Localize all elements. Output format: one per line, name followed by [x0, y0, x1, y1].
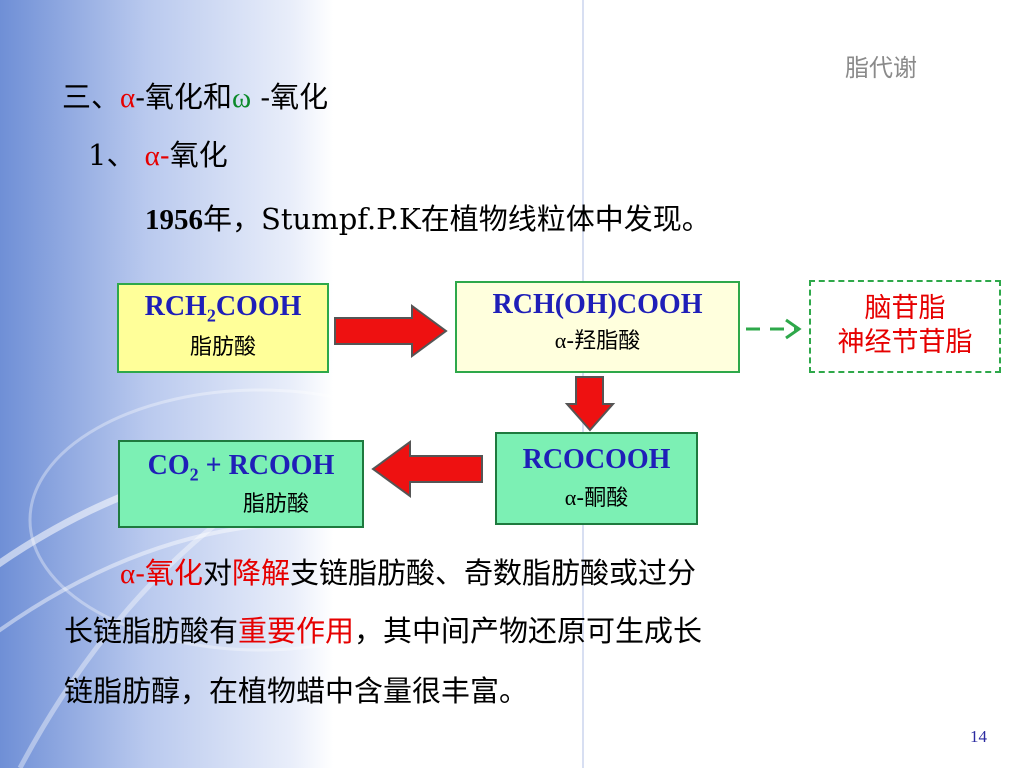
slide-topic: 脂代谢 — [845, 54, 917, 82]
paragraph-line-1: α-氧化对降解支链脂肪酸、奇数脂肪酸或过分 — [120, 556, 697, 590]
fatty-acid-box: RCH2COOH 脂肪酸 — [117, 283, 329, 373]
paragraph-line-3: 链脂肪醇，在植物蜡中含量很丰富。 — [64, 674, 529, 708]
page-number: 14 — [970, 727, 987, 746]
heading-prefix: 三、 — [62, 80, 121, 114]
heading-part2: -氧化 — [251, 80, 329, 114]
subheading-dash: - — [159, 138, 170, 172]
discovery-text: 年，Stumpf.P.K在植物线粒体中发现。 — [203, 202, 711, 236]
products-formula: CO2 + RCOOH — [147, 450, 335, 485]
paragraph-line-2: 长链脂肪酸有重要作用，其中间产物还原可生成长 — [64, 614, 703, 648]
keto-acid-box: RCOCOOH α-酮酸 — [495, 432, 698, 525]
alpha-symbol: α — [120, 82, 136, 114]
products-label: 脂肪酸 — [242, 491, 309, 517]
keto-acid-formula: RCOCOOH — [522, 444, 671, 475]
subheading: 1、 α-氧化 — [88, 132, 228, 174]
glycolipid-box: 脑苷脂 神经节苷脂 — [809, 280, 1001, 373]
hydroxy-acid-box: RCH(OH)COOH α-羟脂酸 — [455, 281, 740, 373]
fatty-acid-label: 脂肪酸 — [189, 334, 256, 360]
keto-acid-label: α-酮酸 — [564, 485, 629, 511]
subheading-text: 氧化 — [169, 138, 228, 172]
fatty-acid-formula: RCH2COOH — [144, 291, 302, 326]
discovery-line: 1956年，Stumpf.P.K在植物线粒体中发现。 — [145, 196, 711, 238]
heading-part1: -氧化和 — [135, 80, 233, 114]
products-box: CO2 + RCOOH 脂肪酸 — [118, 440, 364, 528]
discovery-year: 1956 — [145, 204, 203, 236]
section-heading: 三、α-氧化和ω -氧化 — [62, 74, 328, 116]
cerebroside-label: 脑苷脂 — [864, 293, 946, 324]
omega-symbol: ω — [232, 82, 252, 114]
ganglioside-label: 神经节苷脂 — [837, 327, 973, 358]
subheading-number: 1、 — [88, 138, 145, 172]
hydroxy-acid-formula: RCH(OH)COOH — [492, 289, 703, 320]
alpha-symbol: α — [144, 140, 160, 172]
hydroxy-acid-label: α-羟脂酸 — [554, 328, 641, 354]
